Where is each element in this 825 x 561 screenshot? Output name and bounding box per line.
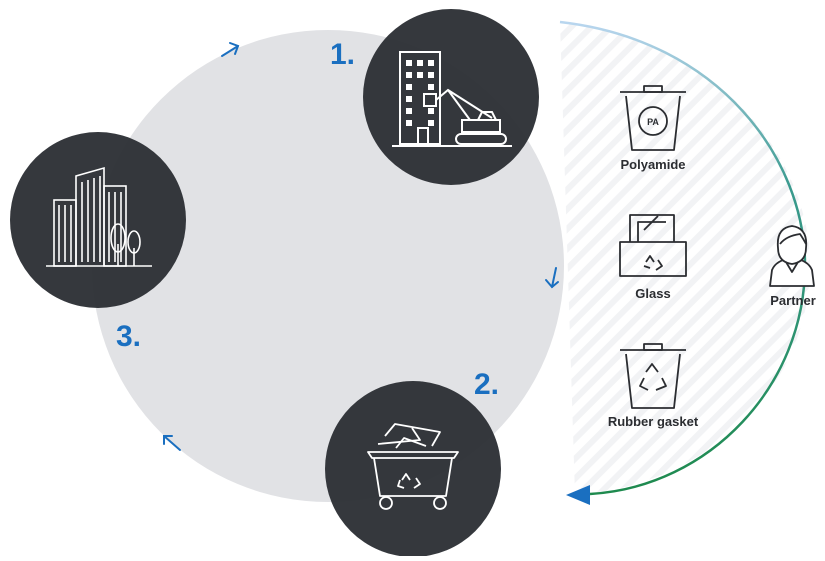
cycle-arrow-bottom-left	[163, 435, 181, 451]
step-2-number: 2.	[474, 368, 500, 401]
city-buildings-trees-icon	[46, 166, 152, 267]
step-1-number: 1.	[330, 38, 356, 71]
cycle-arrow-right	[545, 267, 559, 289]
recycle-bin-icon	[620, 343, 686, 409]
partner-label: Partner	[770, 293, 816, 308]
recycle-bin-pa-icon: PA	[620, 85, 686, 151]
partner-return-arrowhead	[566, 485, 590, 505]
material-label-rubber-gasket: Rubber gasket	[607, 414, 699, 429]
step-2-node	[325, 381, 501, 557]
svg-text:PA: PA	[647, 117, 659, 127]
partner-person-icon	[769, 225, 815, 287]
step-1-node	[363, 9, 539, 185]
building-demolition-crane-icon	[392, 51, 512, 147]
cycle-arrow-top	[221, 42, 240, 57]
glass-recycling-box-icon	[619, 214, 687, 277]
material-label-glass: Glass	[635, 286, 671, 301]
partner-zone-background	[560, 22, 810, 495]
waste-container-recycling-icon	[367, 423, 459, 510]
step-3-number: 3.	[116, 320, 142, 353]
material-label-polyamide: Polyamide	[620, 157, 686, 172]
step-3-node	[10, 132, 186, 308]
